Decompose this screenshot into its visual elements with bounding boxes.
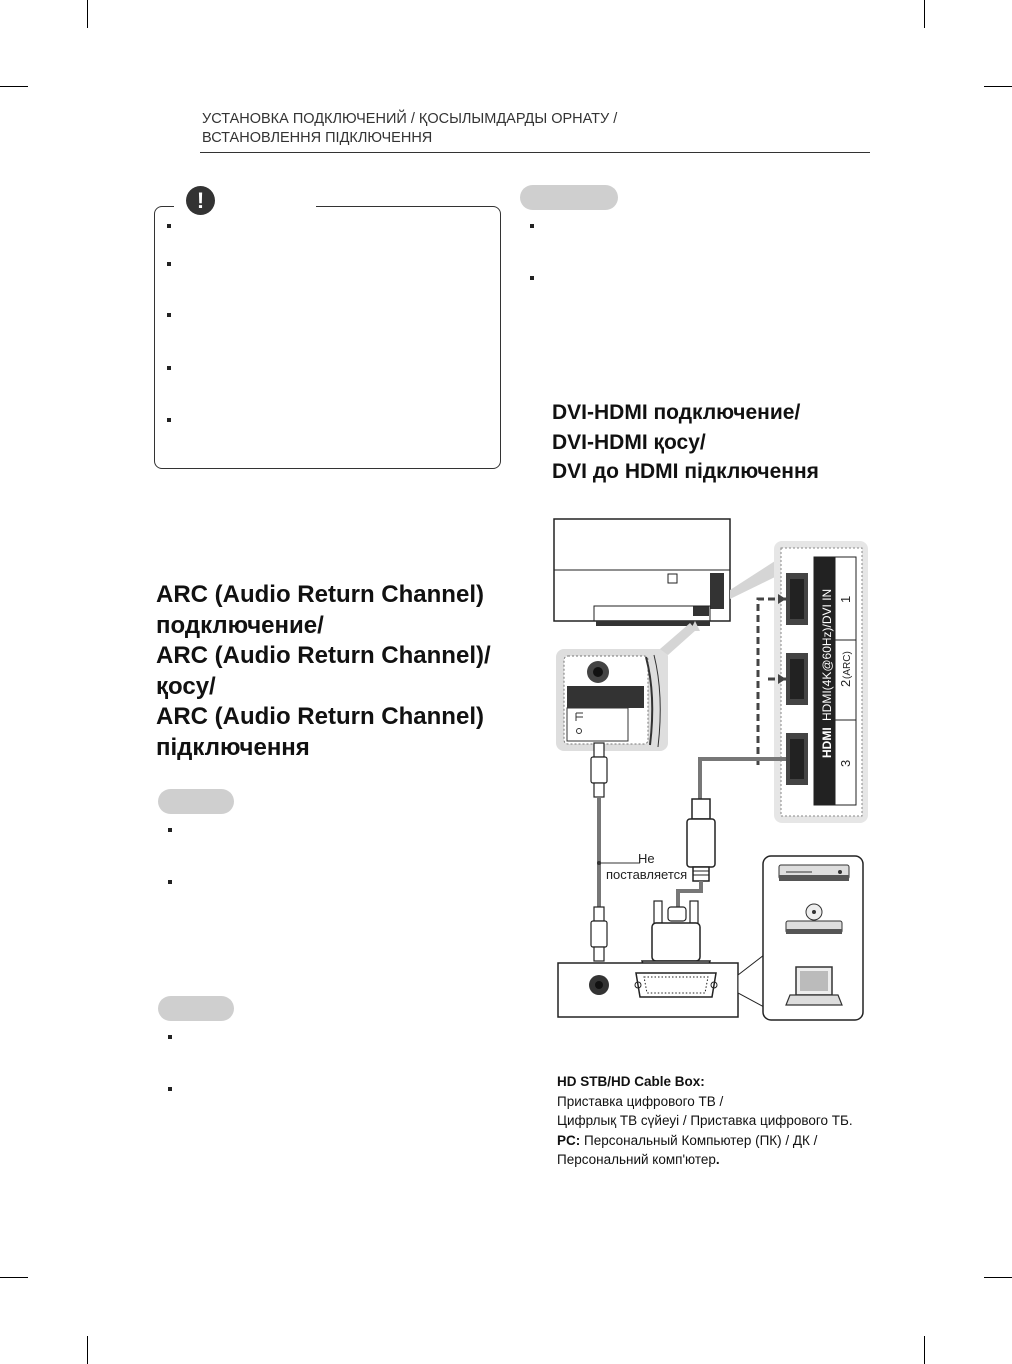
- arc-title-line: ARC (Audio Return Channel)/: [156, 642, 491, 669]
- crop-mark: [984, 1277, 1012, 1278]
- caution-box: [154, 206, 501, 469]
- caution-bullet: [167, 262, 171, 266]
- caution-bullet: [167, 224, 171, 228]
- legend-stb-line1: Приставка цифрового ТВ /: [557, 1093, 724, 1109]
- laptop-icon: [785, 966, 843, 1006]
- arc-note-bullet: [168, 1035, 172, 1039]
- crop-mark: [924, 0, 925, 28]
- legend-pc-label: PC:: [557, 1132, 581, 1148]
- legend-pc-line1: Персональный Компьютер (ПК) / ДК /: [580, 1132, 818, 1148]
- crop-mark: [924, 1336, 925, 1364]
- crop-mark: [87, 1336, 88, 1364]
- tv-rear-illustration: [553, 518, 775, 631]
- header-line-1: УСТАНОВКА ПОДКЛЮЧЕНИЙ / ҚОСЫЛЫМДАРДЫ ОРН…: [202, 111, 618, 127]
- source-devices-panel: [762, 855, 864, 1021]
- dvi-title-line: DVI-HDMI қосу/: [552, 430, 706, 454]
- audio-jack-inset: [556, 623, 696, 751]
- caution-bullet: [167, 366, 171, 370]
- caution-bullet: [167, 313, 171, 317]
- arc-note-pill: [158, 789, 234, 814]
- legend-pc-line2-end: .: [715, 1152, 720, 1167]
- caution-bullet: [167, 418, 171, 422]
- legend-pc-line2: Персональний комп'ютер: [557, 1152, 716, 1167]
- dvi-section-title: DVI-HDMI подключение/ DVI-HDMI қосу/ DVI…: [552, 398, 819, 487]
- exclamation-icon: !: [186, 186, 215, 215]
- hdmi-logo: HDMI: [820, 727, 834, 758]
- hdmi-cable: [676, 757, 786, 907]
- dvi-title-line: DVI-HDMI подключение/: [552, 401, 801, 424]
- note-label-pill: [520, 185, 618, 210]
- note-bullet: [530, 276, 534, 280]
- alternative-port-lines: [756, 594, 786, 765]
- legend-stb-label: HD STB/HD Cable Box:: [557, 1074, 705, 1089]
- header-line-2: ВСТАНОВЛЕННЯ ПІДКЛЮЧЕННЯ: [202, 130, 433, 146]
- dvi-hdmi-connection-diagram: HDMI HDMI(4K@60Hz)/DVI IN 1 2 (ARC) 3 Не…: [553, 518, 868, 1021]
- hdmi-input-panel: [774, 541, 868, 823]
- hdmi-port-1-label: 1: [838, 596, 853, 603]
- arc-note-pill: [158, 996, 234, 1021]
- page-header: УСТАНОВКА ПОДКЛЮЧЕНИЙ / ҚОСЫЛЫМДАРДЫ ОРН…: [202, 110, 870, 148]
- note-bullet: [530, 224, 534, 228]
- dvi-title-line: DVI до HDMI підключення: [552, 460, 819, 483]
- dvi-adapter: [640, 900, 712, 974]
- arc-title-line: подключение/: [156, 611, 324, 639]
- hdmi-panel-label: HDMI(4K@60Hz)/DVI IN: [820, 589, 834, 721]
- set-top-box-icon: [778, 864, 850, 881]
- arc-note-bullet: [168, 828, 172, 832]
- device-legend: HD STB/HD Cable Box: Приставка цифрового…: [557, 1072, 877, 1170]
- arc-title-line: қосу/: [156, 672, 216, 700]
- audio-cable: [590, 742, 640, 962]
- arc-title-line: ARC (Audio Return Channel): [156, 581, 484, 608]
- arc-title-line: ARC (Audio Return Channel): [156, 703, 484, 730]
- arc-section-title: ARC (Audio Return Channel) подключение/ …: [156, 580, 491, 763]
- crop-mark: [87, 0, 88, 28]
- arc-note-bullet: [168, 880, 172, 884]
- crop-mark: [0, 86, 28, 87]
- source-device-rear: [557, 953, 765, 1018]
- arc-title-line: підключення: [156, 733, 310, 761]
- crop-mark: [0, 1277, 28, 1278]
- cable-not-supplied-note-line2: поставляется: [606, 867, 687, 882]
- arc-note-bullet: [168, 1087, 172, 1091]
- header-divider: [200, 152, 870, 153]
- hdmi-port-3-label: 3: [838, 760, 853, 767]
- crop-mark: [984, 86, 1012, 87]
- hdmi-port-2-label: 2: [838, 680, 853, 687]
- cable-not-supplied-note-line1: Не: [638, 851, 655, 866]
- hdmi-port-2-arc-label: (ARC): [842, 651, 853, 679]
- dvd-player-icon: [785, 903, 843, 934]
- legend-stb-line2: Цифрлық ТВ сүйеуі / Приставка цифрового …: [557, 1113, 853, 1128]
